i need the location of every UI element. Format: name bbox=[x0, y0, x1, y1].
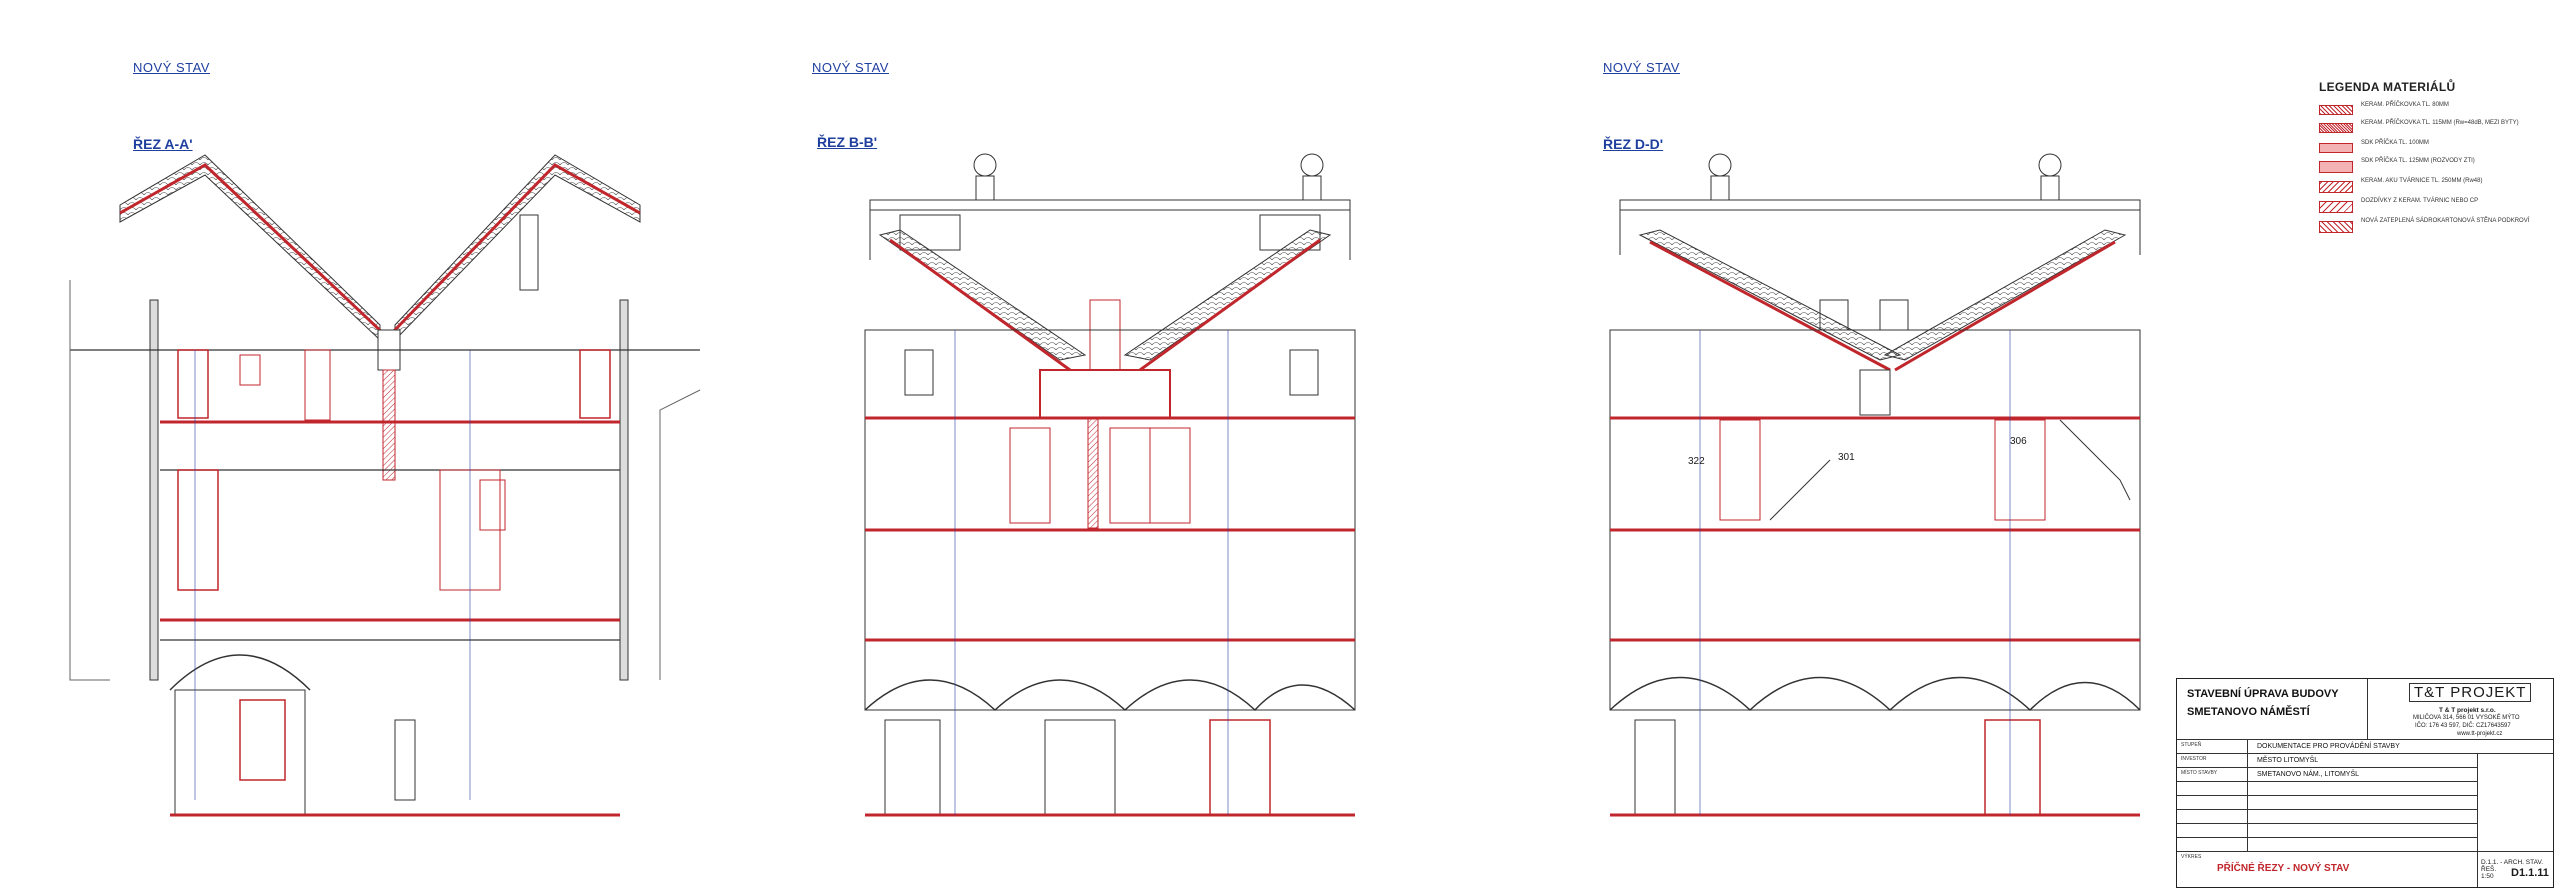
drawing-number: D1.1.11 bbox=[2511, 867, 2549, 879]
legend-label: KERAM. PŘÍČKOVKA TL. 80MM bbox=[2361, 102, 2449, 108]
legend-label: DOZDÍVKY Z KERAM. TVÁRNIC NEBO CP bbox=[2361, 198, 2479, 204]
legend-item: SDK PŘÍČKA TL. 100MM bbox=[2319, 140, 2539, 156]
section-aa-drawing bbox=[69, 154, 701, 817]
section-label-bb: ŘEZ B-B' bbox=[817, 134, 878, 150]
legend-swatch bbox=[2319, 161, 2353, 173]
scale-value: 1:50 bbox=[2481, 873, 2494, 880]
legend-label: NOVÁ ZATEPLENÁ SÁDROKARTONOVÁ STĚNA PODK… bbox=[2361, 218, 2530, 224]
room-number: 301 bbox=[1838, 452, 1855, 463]
legend-swatch bbox=[2319, 143, 2353, 153]
legend-label: SDK PŘÍČKA TL. 125MM (ROZVODY ZTI) bbox=[2361, 158, 2475, 164]
section-label-aa: ŘEZ A-A' bbox=[133, 136, 193, 152]
room-number: 322 bbox=[1688, 456, 1705, 467]
legend-label: KERAM. PŘÍČKOVKA TL. 115MM (Rw=48dB, MEZ… bbox=[2361, 120, 2519, 126]
legend-swatch bbox=[2319, 181, 2353, 193]
new-state-label-1: NOVÝ STAV bbox=[133, 60, 210, 75]
legend-swatch bbox=[2319, 201, 2353, 213]
stage-value: DOKUMENTACE PRO PROVÁDĚNÍ STAVBY bbox=[2257, 743, 2400, 750]
legend-label: SDK PŘÍČKA TL. 100MM bbox=[2361, 140, 2429, 146]
company-web: www.tt-projekt.cz bbox=[2457, 731, 2503, 737]
stage-label: STUPEŇ bbox=[2181, 742, 2202, 748]
legend-title: LEGENDA MATERIÁLŮ bbox=[2319, 80, 2456, 94]
drawing-title-label: VÝKRES bbox=[2181, 854, 2202, 860]
company-logo: T&T PROJEKT bbox=[2409, 683, 2532, 702]
legend-item: KERAM. PŘÍČKOVKA TL. 80MM bbox=[2319, 102, 2539, 118]
section-dd-drawing bbox=[1609, 153, 2141, 817]
legend-swatch bbox=[2319, 105, 2353, 115]
legend-item: SDK PŘÍČKA TL. 125MM (ROZVODY ZTI) bbox=[2319, 158, 2539, 174]
legend-item: KERAM. PŘÍČKOVKA TL. 115MM (Rw=48dB, MEZ… bbox=[2319, 120, 2539, 136]
project-title-line-1: STAVEBNÍ ÚPRAVA BUDOVY bbox=[2187, 688, 2339, 700]
place-label: MÍSTO STAVBY bbox=[2181, 770, 2218, 776]
new-state-label-2: NOVÝ STAV bbox=[812, 60, 889, 75]
section-bb-drawing bbox=[864, 153, 1356, 817]
title-block: STAVEBNÍ ÚPRAVA BUDOVY SMETANOVO NÁMĚSTÍ… bbox=[2176, 678, 2554, 888]
legend-swatch bbox=[2319, 123, 2353, 133]
legend-item: KERAM. AKU TVÁRNICE TL. 250MM (Rw48) bbox=[2319, 178, 2539, 194]
legend-item: DOZDÍVKY Z KERAM. TVÁRNIC NEBO CP bbox=[2319, 198, 2539, 214]
investor-label: INVESTOR bbox=[2181, 756, 2207, 762]
legend-item: NOVÁ ZATEPLENÁ SÁDROKARTONOVÁ STĚNA PODK… bbox=[2319, 218, 2539, 240]
place-value: SMETANOVO NÁM., LITOMYŠL bbox=[2257, 771, 2360, 778]
company-name: T & T projekt s.r.o. bbox=[2439, 707, 2496, 714]
new-state-label-3: NOVÝ STAV bbox=[1603, 60, 1680, 75]
drawing-title: PŘÍČNÉ ŘEZY - NOVÝ STAV bbox=[2217, 863, 2350, 874]
company-address: MILIČOVA 314, 566 01 VYSOKÉ MÝTO bbox=[2413, 715, 2520, 721]
part-label: D.1.1. - ARCH. STAV. ŘEŠ. bbox=[2481, 859, 2544, 873]
section-label-dd: ŘEZ D-D' bbox=[1603, 136, 1664, 152]
legend-label: KERAM. AKU TVÁRNICE TL. 250MM (Rw48) bbox=[2361, 178, 2483, 184]
project-title-line-2: SMETANOVO NÁMĚSTÍ bbox=[2187, 706, 2310, 718]
investor-value: MĚSTO LITOMYŠL bbox=[2257, 757, 2319, 764]
room-number: 306 bbox=[2010, 436, 2027, 447]
legend-swatch bbox=[2319, 221, 2353, 233]
company-ids: IČO: 176 43 597, DIČ: CZ17643597 bbox=[2415, 723, 2511, 729]
